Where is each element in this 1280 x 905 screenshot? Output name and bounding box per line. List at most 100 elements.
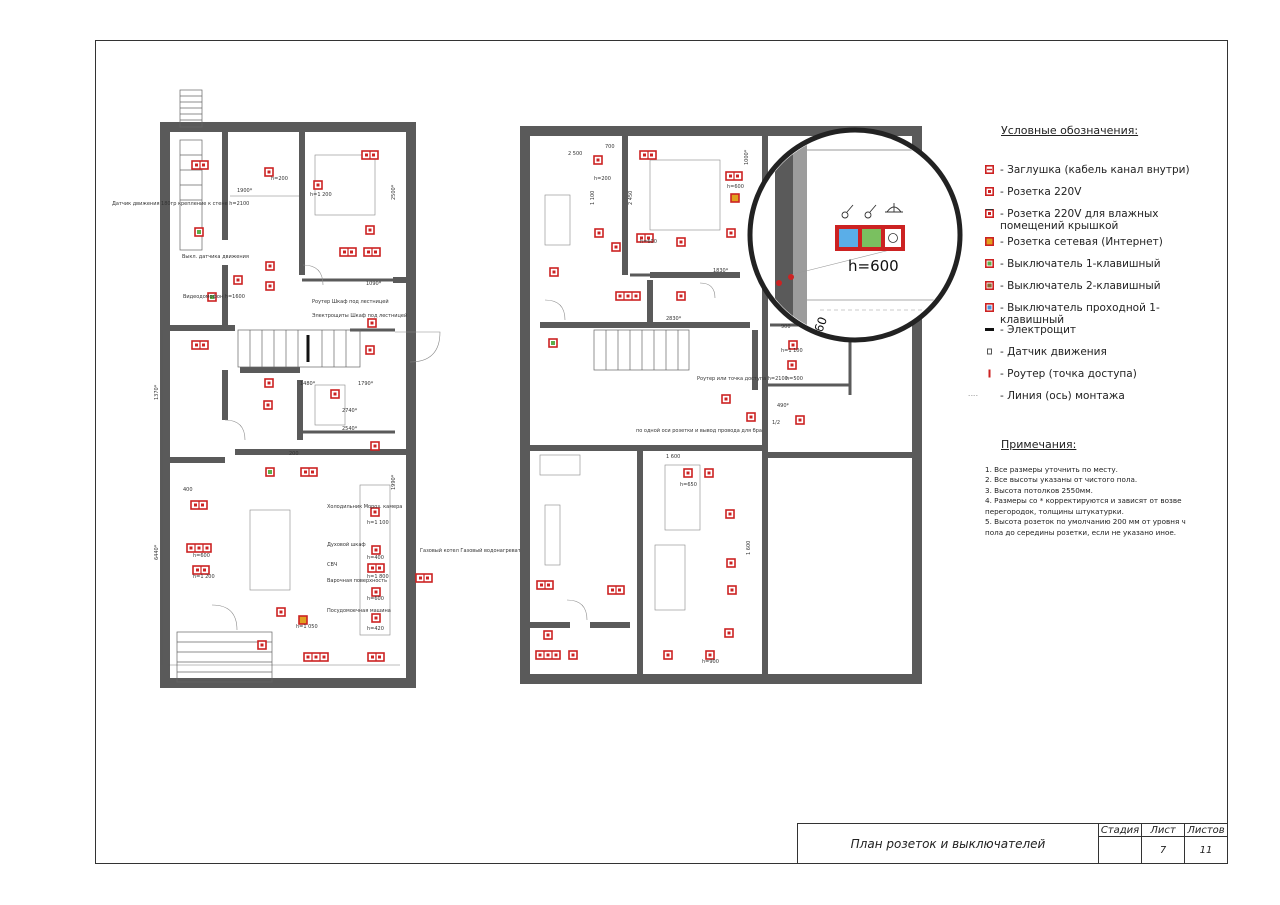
height-label: h=600	[640, 239, 657, 245]
sheet-header: Лист	[1141, 823, 1185, 837]
sheets-header: Листов	[1184, 823, 1228, 837]
microwave-label: СВЧ	[327, 562, 337, 568]
stage-value	[1098, 836, 1142, 864]
height-label: h=200	[271, 176, 288, 182]
dim-label: 1000*	[744, 149, 750, 165]
height-label: h=1 100	[781, 348, 803, 354]
legend-item-passthrough-switch: - Выключатель проходной 1-клавишный	[985, 302, 1225, 326]
dim-label: 1480*	[300, 381, 316, 387]
dim-label: 2740*	[342, 408, 358, 414]
legend-item-axis-line: - Линия (ось) монтажа	[968, 390, 1225, 408]
oven-label: Духовой шкаф	[327, 541, 366, 548]
legend-label: - Датчик движения	[1000, 346, 1107, 358]
router-icon	[988, 369, 991, 378]
legend-title: Условные обозначения:	[1001, 124, 1139, 137]
dim-label: 1 100	[590, 191, 596, 205]
panel-label: Электрощиты Шкаф под лестницей	[312, 312, 407, 319]
switch-2-icon	[985, 281, 994, 290]
sheets-value: 11	[1184, 836, 1228, 864]
height-label: h=400	[367, 555, 384, 561]
drawing-sheet-frame	[95, 40, 1228, 864]
legend-item-plug-cap: - Заглушка (кабель канал внутри)	[985, 164, 1225, 182]
height-label: h=1 100	[367, 520, 389, 526]
wet-socket-icon	[985, 209, 994, 218]
passthrough-switch-icon	[985, 303, 994, 312]
dim-label: 1 600	[666, 454, 680, 460]
legend-item-router: - Роутер (точка доступа)	[985, 368, 1225, 386]
motion-sensor-icon	[987, 348, 992, 355]
dim-label: 490*	[777, 403, 790, 409]
legend-label: - Выключатель 2-клавишный	[1000, 280, 1161, 292]
dim-label: 900	[781, 324, 791, 330]
left-floor-plan: Датчик движения 180гр крепление к стене …	[112, 89, 530, 688]
height-label: h=650	[680, 482, 697, 488]
dim-label: 200	[289, 451, 299, 457]
height-label: h=1 200	[310, 192, 332, 198]
height-label: h=900	[702, 659, 719, 665]
dim-label: 400	[183, 487, 193, 493]
note-item: 2. Все высоты указаны от чистого пола.	[985, 475, 1138, 484]
dim-label: 1830*	[713, 268, 729, 274]
stage-header: Стадия	[1098, 823, 1142, 837]
height-label: h=600	[727, 184, 744, 190]
height-label: h=1 050	[296, 624, 318, 630]
dim-label: 2540*	[342, 426, 358, 432]
plug-cap-icon	[985, 165, 994, 174]
legend-label: - Розетка 220V для влажных помещений кры…	[1000, 208, 1159, 232]
dim-label: 1990*	[391, 474, 397, 490]
legend-item-motion-sensor: - Датчик движения	[985, 346, 1225, 364]
legend-label: - Роутер (точка доступа)	[1000, 368, 1137, 380]
height-label: h=200	[594, 176, 611, 182]
dim-label: 2 450	[628, 191, 634, 205]
hob-label: Варочная поверхность	[327, 578, 387, 584]
legend-label: - Выключатель проходной 1-клавишный	[1000, 302, 1160, 326]
zoom-height-label: h=600	[848, 257, 899, 275]
boiler-label: Газовый котел Газовый водонагреватель	[420, 547, 530, 554]
legend-item-wet-socket: - Розетка 220V для влажных помещений кры…	[985, 208, 1225, 236]
router-label: Роутер или точка доступа h=2100	[697, 376, 788, 382]
dim-label: 1790*	[358, 381, 374, 387]
motion-switch-label: Выкл. датчика движения	[182, 254, 249, 260]
dim-label: 1370*	[154, 384, 160, 400]
dim-label: 1900*	[237, 188, 253, 194]
legend-item-socket: - Розетка 220V	[985, 186, 1225, 204]
dim-label: 2500*	[391, 184, 397, 200]
dim-label: 700	[605, 144, 615, 150]
intercom-label: Видеодомофон h=1600	[183, 294, 245, 300]
legend-label: - Розетка сетевая (Интернет)	[1000, 236, 1163, 248]
axis-note-label: по одной оси розетки и вывод провода для…	[636, 427, 762, 434]
legend-item-switch-1: - Выключатель 1-клавишный	[985, 258, 1225, 276]
motion-sensor-label: Датчик движения 180гр крепление к стене …	[112, 201, 249, 207]
sheet-value: 7	[1141, 836, 1185, 864]
legend-label: - Заглушка (кабель канал внутри)	[1000, 164, 1190, 176]
dishwasher-label: Посудомоечная машина	[327, 608, 391, 614]
legend-label: - Выключатель 1-клавишный	[1000, 258, 1161, 270]
network-socket-icon	[985, 237, 994, 246]
dim-label: 2 500	[568, 151, 582, 157]
drawing-title: План розеток и выключателей	[797, 823, 1099, 864]
dim-label: 6440*	[154, 544, 160, 560]
height-label: h=500	[786, 376, 803, 382]
panel-icon	[985, 328, 994, 331]
dim-label: 2830*	[666, 316, 682, 322]
detail-zoom-callout: h=600 60	[747, 127, 963, 343]
legend-item-network-socket: - Розетка сетевая (Интернет)	[985, 236, 1225, 254]
legend-label: - Розетка 220V	[1000, 186, 1082, 198]
legend-item-switch-2: - Выключатель 2-клавишный	[985, 280, 1225, 298]
note-item: 1. Все размеры уточнить по месту.	[985, 464, 1118, 474]
switch-1-icon	[985, 259, 994, 268]
note-item: 3. Высота потолков 2550мм.	[985, 485, 1093, 495]
height-label: h=420	[367, 626, 384, 632]
notes-title: Примечания:	[1001, 438, 1077, 451]
legend-label: - Электрощит	[1000, 324, 1077, 336]
dim-label: 1/2	[772, 420, 780, 426]
height-label: h=1 800	[367, 574, 389, 580]
height-label: h=600	[193, 553, 210, 559]
zoom-dim-label: 60	[812, 315, 830, 334]
legend-label: - Линия (ось) монтажа	[1000, 390, 1125, 402]
dim-label: 1090*	[366, 281, 382, 287]
height-label: h=600	[367, 596, 384, 602]
dim-label: 1 600	[746, 541, 752, 555]
note-item: 5. Высота розеток по умолчанию 200 мм от…	[985, 517, 1186, 537]
